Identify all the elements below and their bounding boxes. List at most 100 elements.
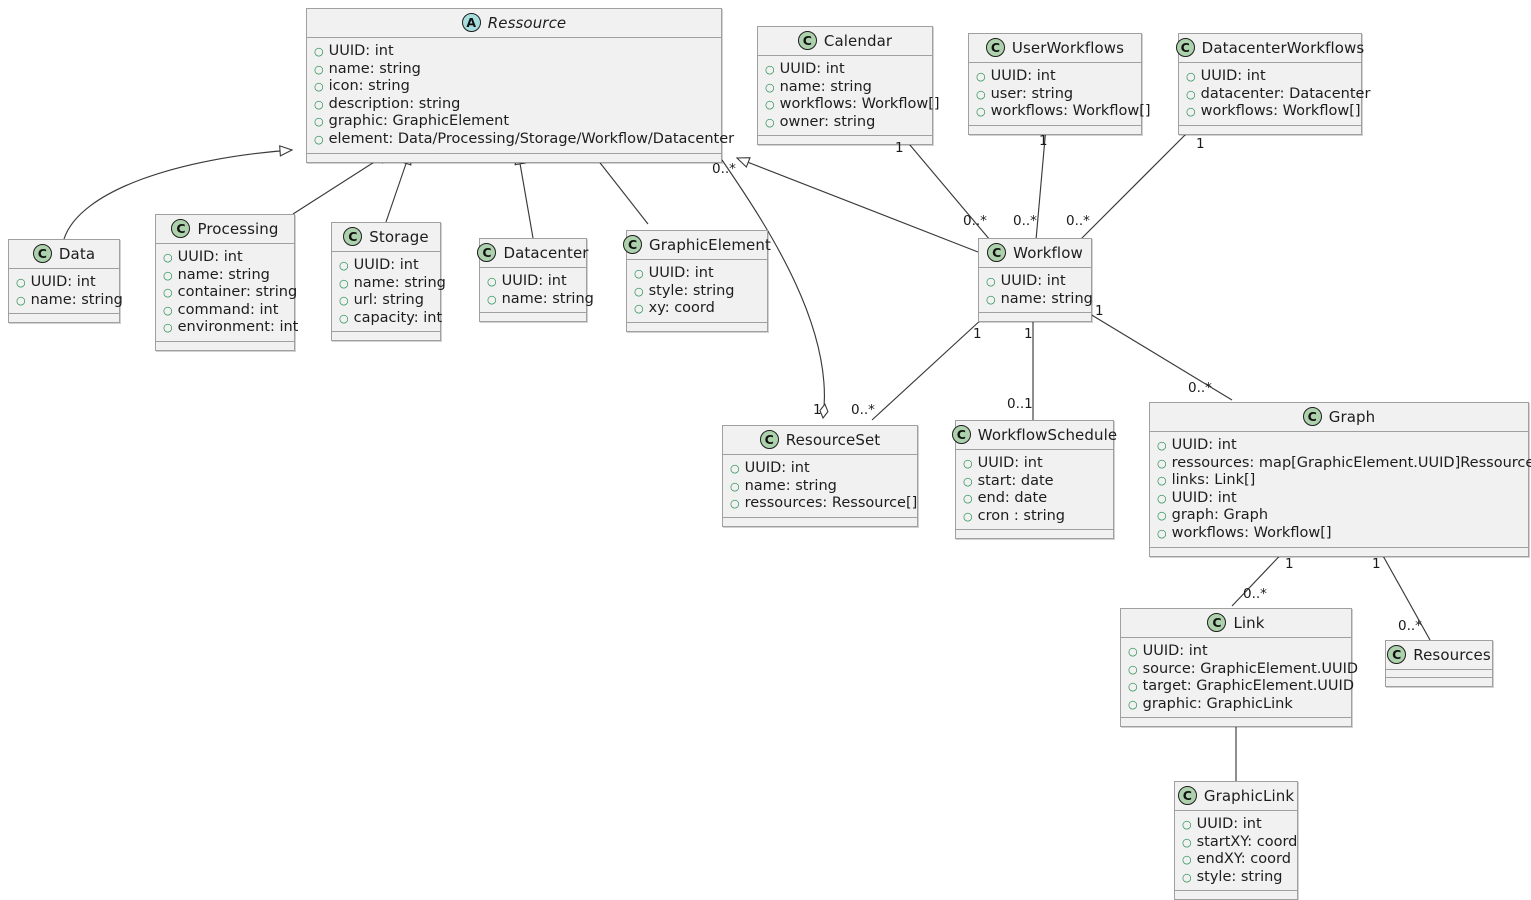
class-name-workflowschedule: WorkflowSchedule — [977, 425, 1118, 444]
visibility-public-icon: ○ — [487, 292, 497, 306]
attribute-row: ○workflows: Workflow[] — [1186, 103, 1361, 121]
class-attributes-workflowschedule: ○UUID: int○start: date○end: date○cron : … — [956, 450, 1113, 531]
attribute-text: style: string — [648, 282, 735, 299]
attribute-text: startXY: coord — [1196, 833, 1298, 850]
visibility-public-icon: ○ — [339, 276, 349, 290]
class-attributes-datacenterworkflows: ○UUID: int○ datacenter: Datacenter○workfl… — [1179, 63, 1370, 126]
visibility-public-icon: ○ — [314, 45, 324, 58]
attribute-text: environment: int — [177, 319, 299, 336]
attribute-row: ○user: string — [976, 86, 1134, 104]
visibility-public-icon: ○ — [765, 80, 775, 94]
class-methods-datacenterworkflows — [1179, 125, 1361, 134]
attribute-text: workflows: Workflow[] — [1200, 103, 1361, 120]
visibility-public-icon: ○ — [1128, 680, 1138, 694]
class-name-datacenter: Datacenter — [503, 243, 589, 262]
attribute-row: ○UUID: int — [163, 249, 287, 267]
multiplicity-label-m-wf-top-mid: 0..* — [1013, 213, 1037, 229]
attribute-row: ○workflows: Workflow[] — [976, 103, 1151, 121]
multiplicity-label-m-rset-right: 0..* — [851, 402, 875, 418]
attribute-text: workflows: Workflow[] — [1171, 524, 1332, 541]
attribute-text: target: GraphicElement.UUID — [1142, 678, 1354, 695]
attribute-text: name: string — [744, 477, 837, 494]
class-methods-ressource — [307, 153, 721, 162]
attribute-row: ○UUID: int — [1186, 68, 1354, 86]
attribute-text: icon: string — [328, 78, 410, 95]
attribute-row: ○ UUID: int — [314, 43, 714, 61]
attribute-row: ○command: int — [163, 302, 287, 320]
attribute-text: url: string — [353, 292, 424, 309]
multiplicity-label-m-wf-top-right: 0..* — [1066, 213, 1090, 229]
attribute-text: UUID: int — [177, 249, 243, 265]
visibility-public-icon: ○ — [1182, 835, 1192, 849]
visibility-public-icon: ○ — [1157, 474, 1167, 488]
attribute-row: ○style: string — [1182, 869, 1290, 887]
attribute-row: ○endXY: coord — [1182, 851, 1291, 869]
class-attributes-link: ○UUID: int○source: GraphicElement.UUID○t… — [1121, 638, 1358, 719]
class-icon: C — [1175, 38, 1195, 57]
visibility-public-icon: ○ — [634, 302, 644, 316]
visibility-public-icon: ○ — [163, 286, 173, 300]
abstract-class-icon: A — [461, 13, 481, 32]
visibility-public-icon: ○ — [1186, 70, 1196, 83]
attribute-text: name: string — [501, 290, 594, 307]
class-name-resourceset: ResourceSet — [785, 430, 881, 449]
attribute-text: name: string — [1000, 290, 1093, 307]
class-name-userworkflows: UserWorkflows — [1011, 38, 1125, 57]
class-icon: C — [797, 31, 817, 50]
attribute-text: capacity: int — [353, 309, 443, 326]
multiplicity-label-m-graph-top: 0..* — [1188, 380, 1212, 396]
attribute-text: UUID: int — [328, 43, 394, 59]
attribute-text: datacenter: Datacenter — [1200, 85, 1371, 102]
attribute-text: UUID: int — [744, 460, 810, 476]
multiplicity-label-m-calendar: 1 — [895, 140, 904, 156]
attribute-text: source: GraphicElement.UUID — [1142, 660, 1359, 677]
attribute-text: links: Link[] — [1171, 472, 1256, 489]
visibility-public-icon: ○ — [634, 267, 644, 280]
class-attributes-datacenter: ○UUID: int○name: string — [480, 268, 594, 314]
visibility-public-icon: ○ — [976, 70, 986, 83]
attribute-text: UUID: int — [1196, 816, 1262, 832]
attribute-row: ○name: string — [730, 478, 910, 496]
multiplicity-label-m-graph-link-star: 0..* — [1243, 586, 1267, 602]
edge-workflow-ressource — [735, 157, 979, 253]
visibility-public-icon: ○ — [1157, 526, 1167, 540]
attribute-text: description: string — [328, 95, 461, 112]
edge-datacenter-ressource — [514, 150, 534, 239]
visibility-public-icon: ○ — [163, 268, 173, 282]
class-methods-graphiclink — [1175, 891, 1297, 900]
attribute-row: ○source: GraphicElement.UUID — [1128, 661, 1358, 679]
multiplicity-label-m-ressource-right: 0..* — [712, 161, 736, 177]
visibility-public-icon: ○ — [963, 509, 973, 523]
class-name-ressource: Ressource — [487, 13, 567, 32]
visibility-public-icon: ○ — [1157, 456, 1167, 470]
class-name-data: Data — [58, 244, 96, 263]
attribute-text: ressources: map[GraphicElement.UUID]Ress… — [1171, 454, 1531, 471]
visibility-public-icon: ○ — [487, 275, 497, 288]
attribute-row: ○ workflows: Workflow[] — [1157, 525, 1521, 543]
class-methods-workflowschedule — [956, 530, 1113, 539]
class-icon: C — [343, 227, 363, 246]
multiplicity-label-m-wfsched: 0..1 — [1007, 396, 1033, 412]
attribute-text: name: string — [353, 274, 446, 291]
visibility-public-icon: ○ — [1157, 491, 1167, 505]
